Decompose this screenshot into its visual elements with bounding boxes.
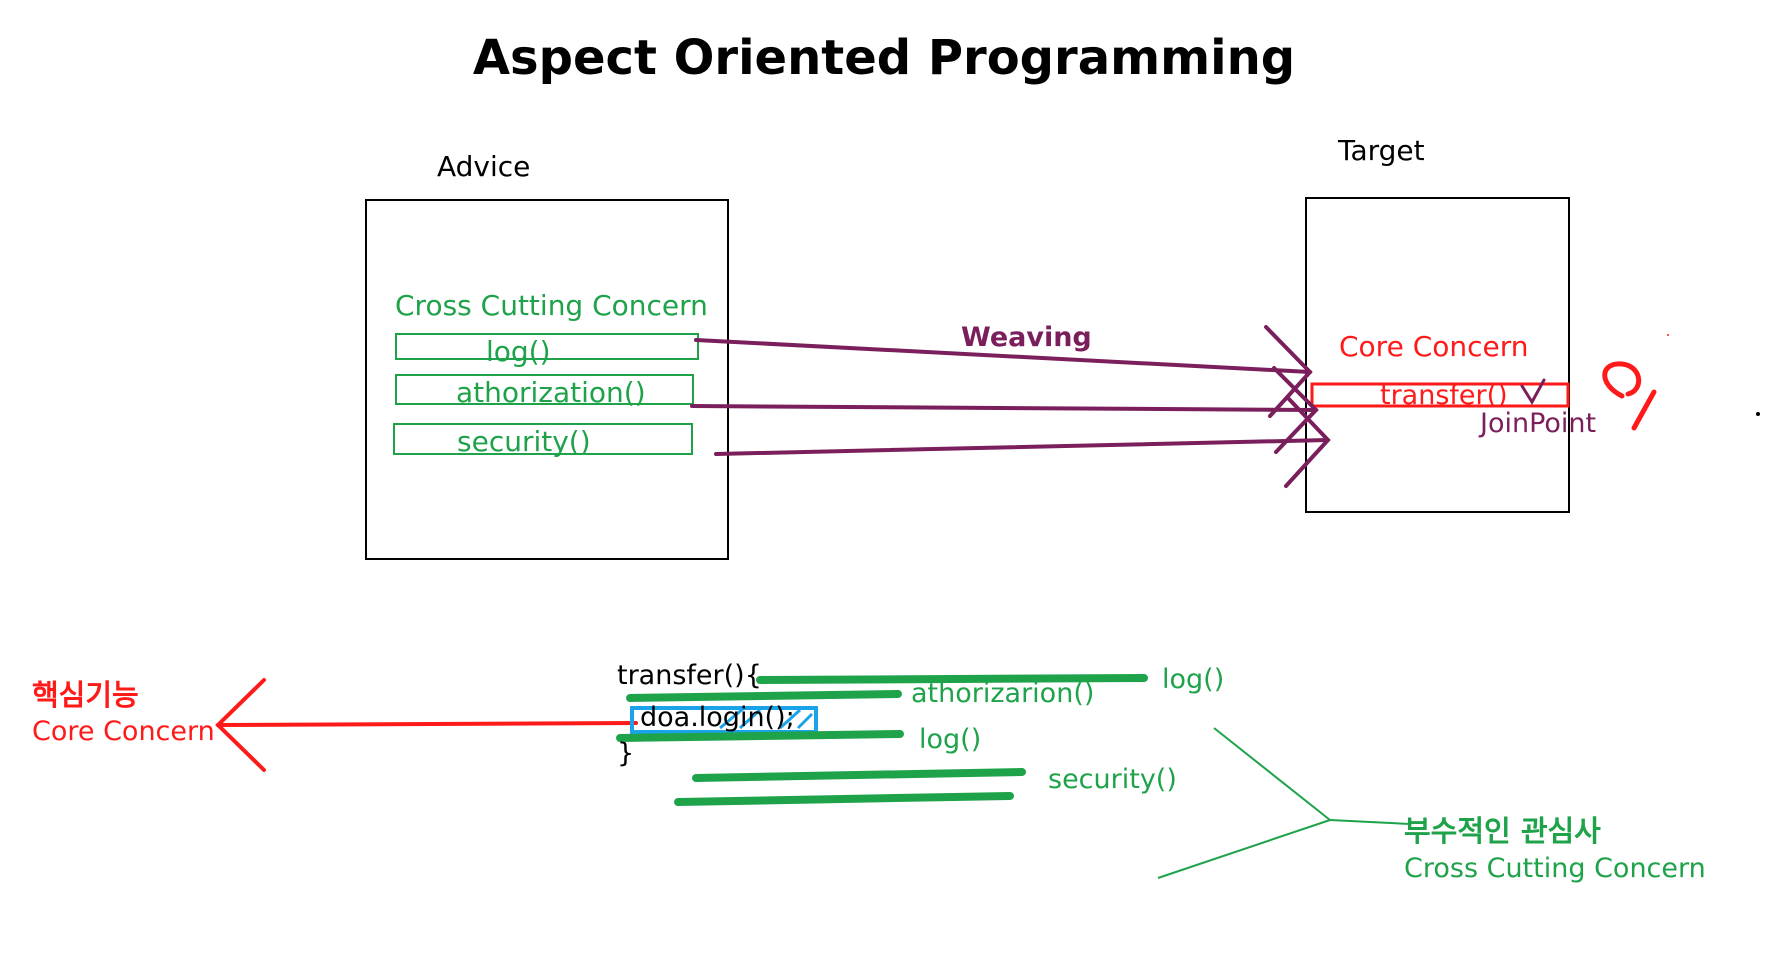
advice-method-log: log() [486,335,551,368]
weaving-arrow-log [694,338,1312,374]
code-transfer-open: transfer(){ [617,660,762,691]
advice-method-authorization: athorization() [456,376,646,409]
page-title: Aspect Oriented Programming [472,30,1296,86]
weaving-arrowhead-log [1264,325,1313,418]
joinpoint-label: JoinPoint [1480,408,1597,439]
weaving-arrowhead-security [1284,396,1331,488]
stray-dot [1756,412,1760,416]
weaving-arrows [690,325,1331,488]
weaving-label: Weaving [961,322,1092,353]
weaving-arrow-authorization [690,404,1318,412]
advice-method-security: security() [457,425,591,458]
target-core-title: Core Concern [1339,330,1529,363]
code-line-doa-login: doa.login(); [640,702,795,733]
scribble-log-mid [616,730,904,742]
scribble-security-1 [692,768,1026,782]
red-swirl-mark [1602,361,1657,431]
cross-right-english: Cross Cutting Concern [1404,853,1706,884]
weaving-arrow-security [714,438,1330,456]
cross-cutting-bracket [1157,727,1411,879]
code-close-brace: } [617,738,635,769]
target-method-transfer: transfer() [1380,380,1508,411]
code-line-highlight [630,706,818,734]
annotation-log-top: log() [1162,664,1225,695]
core-left-english: Core Concern [32,716,215,747]
scribble-security-2 [674,792,1014,806]
check-mark [1520,378,1546,405]
advice-box-title: Cross Cutting Concern [395,289,708,322]
annotation-security: security() [1048,764,1177,795]
cross-right-korean: 부수적인 관심사 [1404,814,1601,848]
advice-method-box-security [393,423,693,455]
advice-heading: Advice [437,150,531,183]
stray-dot [1667,334,1669,336]
advice-box [365,199,729,560]
target-heading: Target [1338,134,1425,167]
advice-method-box-log [395,333,699,360]
annotation-authorization: athorizarion() [911,678,1095,709]
target-box [1305,197,1570,513]
annotation-log-mid: log() [919,724,982,755]
core-left-korean: 핵심기능 [32,678,139,712]
scribble-authorization [626,690,902,702]
advice-method-box-authorization [395,374,694,405]
core-concern-arrow [215,678,638,772]
scribble-log-top [756,674,1148,684]
cross-cutting-scribbles [616,674,1148,806]
weaving-arrowhead-authorization [1272,366,1319,454]
joinpoint-box [1310,382,1570,408]
code-line-hatching [719,706,814,730]
